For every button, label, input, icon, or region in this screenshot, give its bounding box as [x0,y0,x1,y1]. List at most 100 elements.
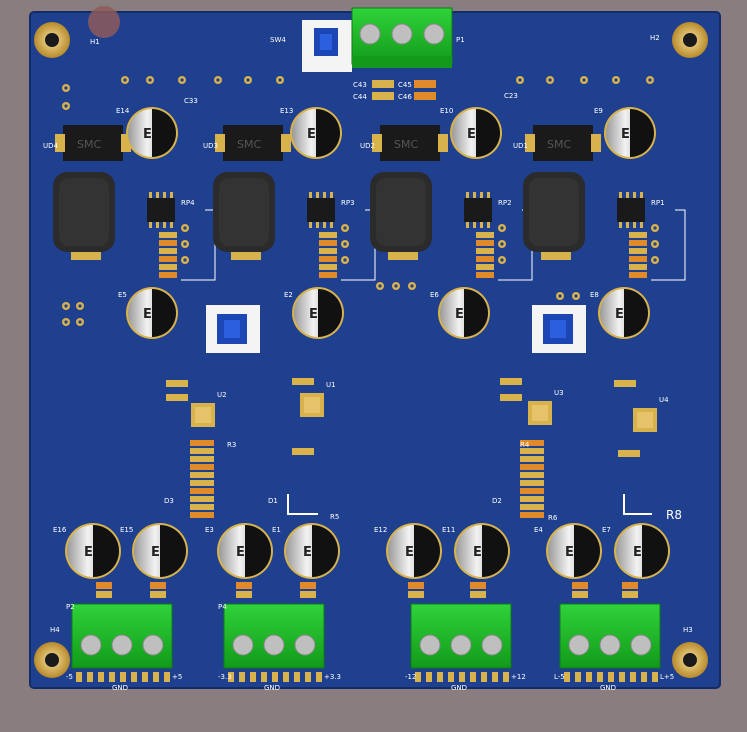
via-hole [653,226,657,230]
silk-label-gnd: GND [451,684,467,692]
silk-label-term_pos33: +3.3 [324,673,341,681]
silk-label-term_lm5: L-5 [554,673,565,681]
mounting-hole-tr [672,22,708,58]
switch-sw4[interactable] [302,20,352,72]
silk-label-e4: E4 [534,526,543,534]
smd-component [292,378,314,385]
terminal-p1[interactable] [351,7,453,68]
silk-label-rp2: RP2 [498,199,512,207]
svg-text:E: E [405,545,414,560]
label-h3: H3 [683,626,693,634]
capacitor-e9: E [604,107,656,159]
smd-component [190,440,214,446]
smd-passives-top [372,80,436,100]
smd-component [190,448,214,454]
smd-component [300,582,316,589]
silk-label-e5: E5 [118,291,127,299]
regulator-u2: U2 [191,391,227,427]
via-hole [582,78,586,82]
smd-component [319,264,337,270]
silk-label-r4: R4 [520,441,530,449]
smd-component [166,380,188,387]
silk-label-e12: E12 [374,526,387,534]
svg-text:E: E [565,545,574,560]
silk-label-term_neg33: -3.3 [218,673,232,681]
smd-component [520,488,544,494]
silk-label-e6: E6 [430,291,439,299]
smd-component [236,591,252,598]
silk-label-e11: E11 [442,526,455,534]
silk-outline [623,494,652,515]
smd-component [500,394,522,401]
label-h1: H1 [90,38,100,46]
via-hole [64,304,68,308]
via-hole [246,78,250,82]
smd-component [236,582,252,589]
smc-marking: SMC [237,138,261,151]
smc-diode [223,125,283,161]
smd-component [319,272,337,278]
capacitor-e13: E [290,107,342,159]
capacitor-e10: E [450,107,502,159]
svg-text:E: E [467,127,476,142]
capacitor-e12: E [386,523,442,579]
smd-component [150,582,166,589]
silk-label-rp4: RP4 [181,199,195,207]
regulator-u1: U1 [300,381,336,417]
via-hole [148,78,152,82]
smd-component [159,240,177,246]
capacitor-e14: E [126,107,178,159]
smd-component [476,248,494,254]
smd-component [476,264,494,270]
via-hole [574,294,578,298]
silk-label-p4: P4 [218,603,227,611]
smc-marking: SMC [394,138,418,151]
mounting-hole-tl [34,22,70,58]
ic-chip [617,198,645,222]
smd-component [520,512,544,518]
silk-label-gnd: GND [600,684,616,692]
via-hole [378,284,382,288]
smd-component [190,488,214,494]
smd-component [476,232,494,238]
capacitor-e2: E [292,287,344,339]
smd-component [319,256,337,262]
svg-text:E: E [455,307,464,322]
silk-label-p2: P2 [66,603,75,611]
svg-text:E: E [151,545,160,560]
label-c23: C23 [504,92,518,100]
smd-component [300,591,316,598]
via-hole [648,78,652,82]
smc-diode [533,125,593,161]
silk-label-term_pos12: +12 [511,673,526,681]
silk-label-e1: E1 [272,526,281,534]
smd-component [629,256,647,262]
smd-component [159,264,177,270]
switch-sw1[interactable] [532,305,586,353]
silk-label-u4: U4 [659,396,669,404]
silk-label-e15: E15 [120,526,133,534]
silk-label-e10: E10 [440,107,453,115]
smd-component [520,448,544,454]
switch-sw3[interactable] [206,305,260,353]
silk-label-r5: R5 [330,513,339,521]
smc-marking: SMC [77,138,101,151]
smd-component [292,448,314,455]
silk-label-ud4: UD4 [43,142,59,150]
smd-component [408,582,424,589]
via-hole [548,78,552,82]
regulator-u4: U4 [633,396,669,432]
label-p1: P1 [456,36,465,44]
ic-chip [307,198,335,222]
smd-component [190,472,214,478]
label-c33: C33 [184,97,198,105]
via-hole [278,78,282,82]
smd-component [190,464,214,470]
silk-label-ud3: UD3 [203,142,218,150]
via-hole [518,78,522,82]
